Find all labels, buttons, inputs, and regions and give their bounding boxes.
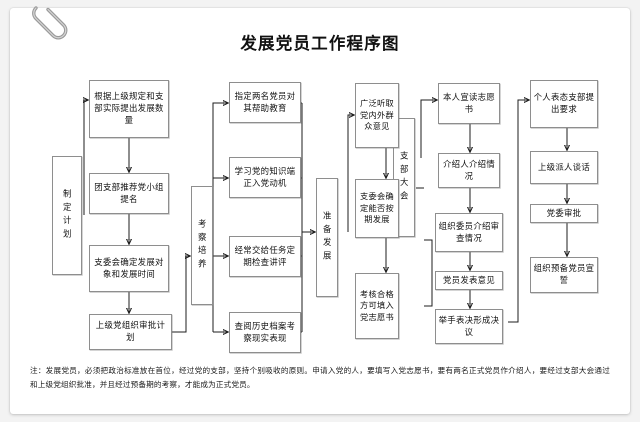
stage-train[interactable]: 考察培养 (191, 186, 213, 305)
page-title: 发展党员工作程序图 (240, 34, 400, 53)
step-box[interactable]: 支委会确定发展对象和发展时间 (89, 245, 169, 292)
step-box[interactable]: 组织委员介绍审查情况 (435, 213, 503, 252)
step-label: 举手表决形成决议 (438, 314, 500, 337)
footnote: 注：发展党员，必须把政治标准放在首位，经过党的支部，坚持个别吸收的原则。申请入党… (30, 366, 610, 390)
step-box[interactable]: 经常交给任务定期检查讲评 (229, 236, 301, 277)
step-label: 支委会确定发展对象和发展时间 (94, 256, 164, 279)
stage-train-label: 考察培养 (197, 218, 208, 273)
step-label: 考核合格方可填入党志愿书 (360, 288, 394, 322)
step-box[interactable]: 上级党组织审批计划 (89, 314, 172, 350)
step-label: 党员发表意见 (442, 274, 496, 285)
step-label: 经常交给任务定期检查讲评 (234, 244, 296, 267)
step-box[interactable]: 个人表态支部提出要求 (530, 80, 598, 128)
step-box[interactable]: 上级派人谈话 (530, 151, 598, 184)
step-label: 指定两名党员对其帮助教育 (234, 90, 296, 113)
step-label: 上级派人谈话 (537, 161, 591, 172)
step-box[interactable]: 团支部推荐党小组提名 (89, 173, 169, 214)
step-box[interactable]: 党委审批 (530, 204, 598, 223)
step-label: 组织委员介绍审查情况 (438, 220, 500, 243)
step-label: 团支部推荐党小组提名 (94, 181, 164, 204)
step-label: 上级党组织审批计划 (95, 320, 166, 342)
step-box[interactable]: 考核合格方可填入党志愿书 (355, 273, 399, 339)
step-label: 学习党的知识端正入党动机 (234, 165, 296, 188)
step-box[interactable]: 广泛听取党内外群众意见 (355, 83, 399, 148)
step-label: 广泛听取党内外群众意见 (360, 98, 394, 132)
step-box[interactable]: 查阅历史档案考察现实表现 (229, 312, 301, 353)
step-box[interactable]: 根据上级规定和支部实际提出发展数量 (89, 80, 169, 138)
stage-plan-label: 制定计划 (62, 188, 73, 243)
stage-prepare[interactable]: 准备发展 (316, 178, 338, 297)
step-box[interactable]: 本人宣读志愿书 (438, 83, 500, 124)
step-box[interactable]: 支委会确定能否按期发展 (355, 179, 399, 238)
step-label: 支委会确定能否按期发展 (360, 191, 394, 225)
step-box[interactable]: 学习党的知识端正入党动机 (229, 157, 301, 198)
step-label: 个人表态支部提出要求 (533, 92, 595, 114)
step-label: 根据上级规定和支部实际提出发展数量 (94, 91, 164, 125)
step-box[interactable]: 介绍人介绍情况 (438, 153, 500, 188)
step-label: 查阅历史档案考察现实表现 (234, 320, 296, 343)
step-label: 本人宣读志愿书 (442, 91, 496, 114)
stage-prepare-label: 准备发展 (322, 210, 333, 265)
step-box[interactable]: 指定两名党员对其帮助教育 (229, 82, 301, 123)
step-label: 党委审批 (546, 207, 582, 218)
step-box[interactable]: 党员发表意见 (435, 271, 503, 290)
step-box[interactable]: 组织预备党员宣誓 (530, 257, 598, 293)
step-box[interactable]: 举手表决形成决议 (435, 309, 503, 344)
step-label: 介绍人介绍情况 (442, 158, 496, 181)
step-label: 组织预备党员宣誓 (533, 263, 595, 285)
stage-plan[interactable]: 制定计划 (52, 156, 82, 275)
stage-assembly-label: 支部大会 (399, 150, 410, 205)
